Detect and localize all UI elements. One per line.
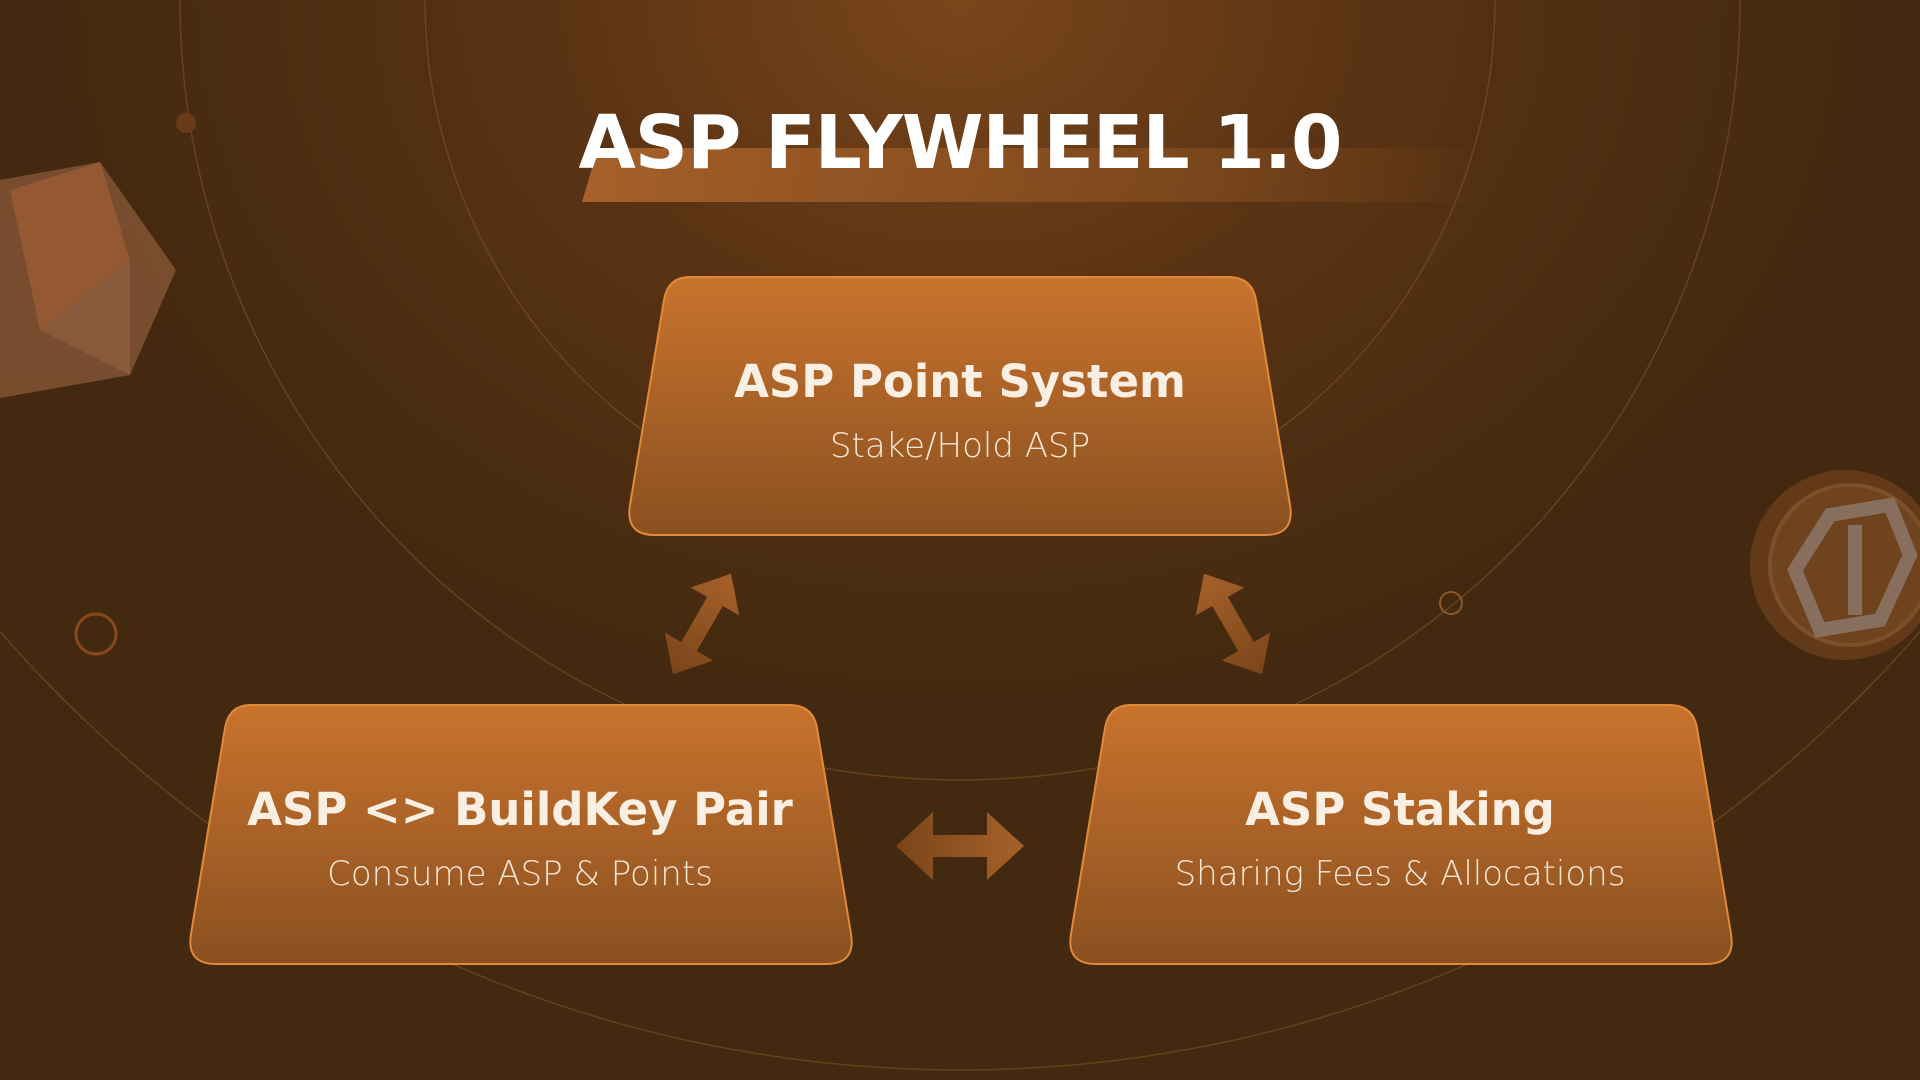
asp-coin-icon bbox=[1750, 470, 1920, 660]
node-title: ASP Point System bbox=[734, 355, 1186, 408]
decorative-dot bbox=[176, 113, 196, 133]
node-title: ASP Staking bbox=[1245, 783, 1555, 836]
node-subtitle: Sharing Fees & Allocations bbox=[1174, 854, 1626, 894]
decorative-dot bbox=[74, 612, 118, 656]
node-staking: ASP Staking Sharing Fees & Allocations bbox=[1069, 780, 1731, 894]
crystal-icon bbox=[0, 162, 176, 398]
page-title: ASP FLYWHEEL 1.0 bbox=[578, 100, 1343, 186]
node-box-buildkey-pair bbox=[189, 704, 853, 965]
node-subtitle: Stake/Hold ASP bbox=[829, 426, 1091, 466]
node-shapes bbox=[189, 276, 1733, 965]
node-title: ASP <> BuildKey Pair bbox=[247, 783, 793, 836]
bidirectional-arrow-right bbox=[1195, 573, 1271, 675]
decorative-dot bbox=[1439, 591, 1463, 615]
title-highlight bbox=[582, 148, 1480, 202]
bidirectional-arrow-horizontal bbox=[896, 812, 1024, 880]
bidirectional-arrow-left bbox=[664, 573, 740, 675]
node-point-system: ASP Point System Stake/Hold ASP bbox=[629, 352, 1291, 466]
node-box-point-system bbox=[628, 276, 1292, 536]
node-box-staking bbox=[1069, 704, 1733, 965]
node-subtitle: Consume ASP & Points bbox=[327, 854, 713, 894]
node-buildkey-pair: ASP <> BuildKey Pair Consume ASP & Point… bbox=[189, 780, 851, 894]
